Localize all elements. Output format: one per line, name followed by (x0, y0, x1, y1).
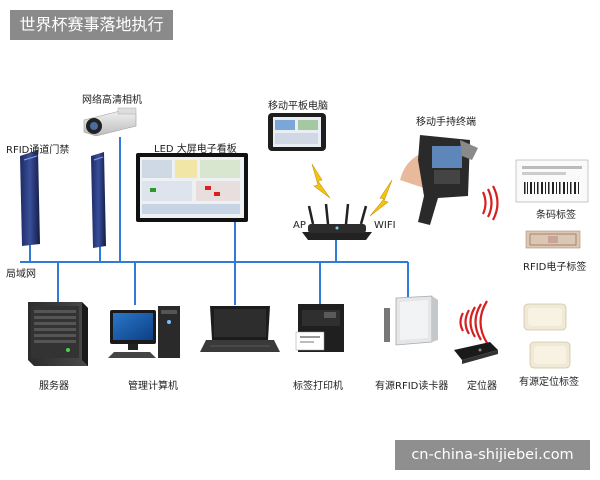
rfid-reader-icon (384, 296, 438, 345)
camera-label: 网络高清相机 (82, 91, 142, 106)
handheld-terminal-icon (400, 135, 478, 225)
router-icon (302, 204, 372, 240)
locator-label: 定位器 (467, 377, 497, 392)
led-board-label: LED 大屏电子看板 (154, 140, 237, 155)
led-board-icon (136, 153, 248, 222)
tablet-icon (268, 113, 326, 151)
watermark: cn-china-shijiebei.com (395, 440, 590, 470)
handheld-label: 移动手持终端 (416, 113, 476, 128)
barcode-tag-label: 条码标签 (536, 206, 576, 221)
rfid-tag-icon (526, 231, 580, 248)
laptop-icon (200, 306, 280, 352)
signal-arcs-icon (461, 186, 498, 343)
server-label: 服务器 (39, 377, 69, 392)
management-computer-label: 管理计算机 (128, 377, 178, 392)
rfid-reader-label: 有源RFID读卡器 (375, 377, 448, 392)
rfid-gate-icon (20, 150, 106, 248)
wifi-label: WIFI (374, 220, 396, 231)
rfid-gate-label: RFID通道门禁 (6, 141, 69, 156)
active-locating-tag-label: 有源定位标签 (519, 373, 579, 388)
ap-label: AP (293, 220, 306, 231)
management-computer-icon (108, 306, 180, 358)
label-printer-icon (296, 304, 344, 352)
label-printer-label: 标签打印机 (293, 377, 343, 392)
wifi-bolt-icon (312, 164, 392, 216)
server-icon (28, 302, 88, 366)
locator-icon (454, 342, 498, 364)
barcode-tag-icon (516, 160, 588, 202)
lan-label: 局域网 (6, 265, 36, 280)
tablet-label: 移动平板电脑 (268, 97, 328, 112)
camera-icon (84, 108, 136, 136)
active-locating-tag-icon (524, 304, 570, 368)
rfid-tag-label: RFID电子标签 (523, 258, 586, 273)
